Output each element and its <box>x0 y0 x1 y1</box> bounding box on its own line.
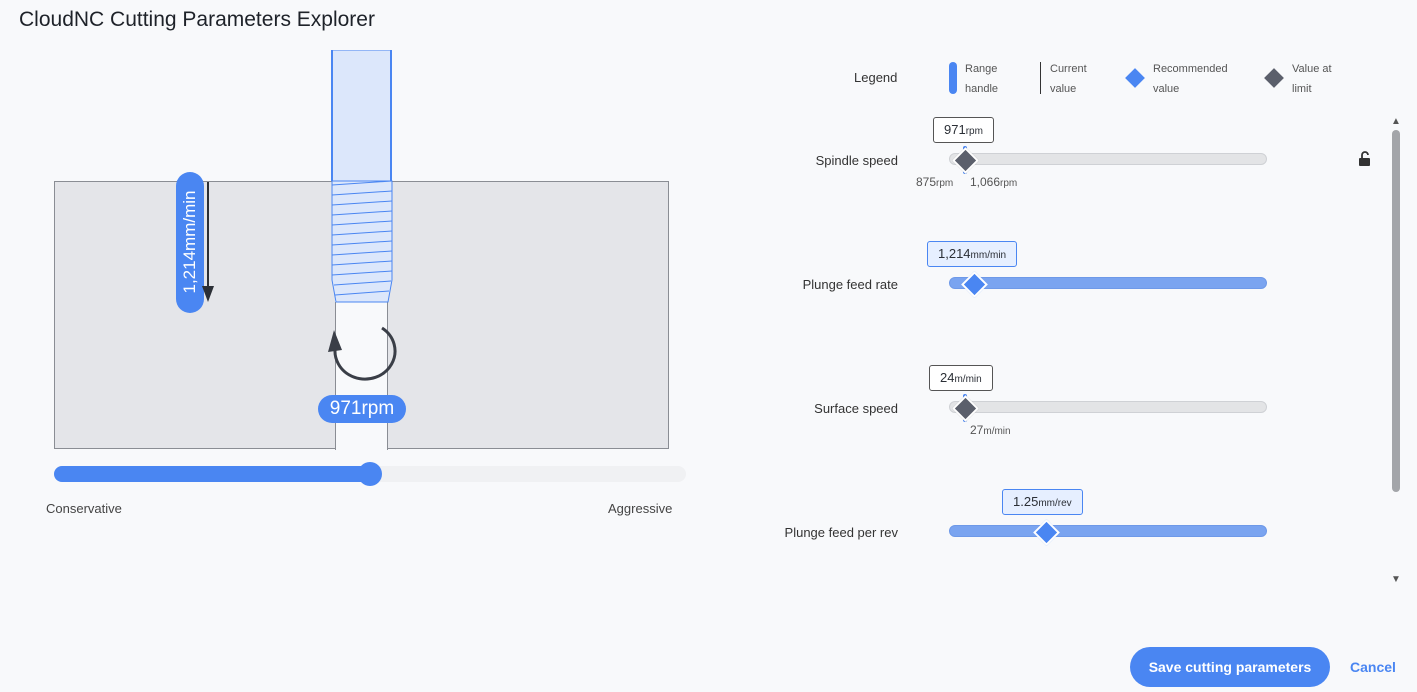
spindle-speed-value-callout: 971rpm <box>933 117 994 143</box>
plunge-feed-per-rev-value-callout: 1.25mm/rev <box>1002 489 1083 515</box>
scroll-up-icon[interactable]: ▲ <box>1391 116 1401 127</box>
plunge-feed-rate-value-callout: 1,214mm/min <box>927 241 1018 267</box>
feed-direction-arrow-icon <box>202 182 214 302</box>
save-cutting-parameters-button[interactable]: Save cutting parameters <box>1130 647 1330 687</box>
plunge-feed-per-rev-slider-track[interactable] <box>949 525 1267 537</box>
scrollbar-thumb[interactable] <box>1392 130 1400 492</box>
range-handle-legend-icon <box>949 62 957 94</box>
spindle-speed-range-max: 1,066rpm <box>970 175 1018 189</box>
plunge-feed-rate-value-marker[interactable] <box>961 271 988 298</box>
surface-speed-slider-track[interactable] <box>949 401 1267 413</box>
scroll-down-icon[interactable]: ▼ <box>1391 574 1401 585</box>
drill-tool-icon <box>331 50 393 303</box>
aggressiveness-slider-thumb[interactable] <box>358 462 382 486</box>
cancel-button[interactable]: Cancel <box>1350 659 1396 675</box>
spindle-speed-slider-track[interactable] <box>949 153 1267 165</box>
spindle-speed-range-min: 875rpm <box>916 175 954 189</box>
spindle-speed-value-marker[interactable] <box>952 147 979 174</box>
recommended-value-legend-icon <box>1125 68 1145 88</box>
surface-speed-label: Surface speed <box>814 401 898 416</box>
spindle-speed-label: Spindle speed <box>815 153 898 168</box>
feed-rate-badge <box>176 172 204 313</box>
surface-speed-value-marker[interactable] <box>952 395 979 422</box>
value-at-limit-legend-icon <box>1264 68 1284 88</box>
aggressiveness-min-label: Conservative <box>46 501 122 516</box>
plunge-feed-rate-slider-track[interactable] <box>949 277 1267 289</box>
page-title: CloudNC Cutting Parameters Explorer <box>19 8 375 31</box>
unlocked-lock-icon[interactable] <box>1358 151 1372 167</box>
aggressiveness-slider-fill <box>54 466 370 482</box>
plunge-feed-rate-label: Plunge feed rate <box>802 277 898 292</box>
rotation-arrow-icon <box>328 326 397 381</box>
current-value-legend-icon <box>1040 62 1041 94</box>
aggressiveness-max-label: Aggressive <box>608 501 673 516</box>
plunge-feed-per-rev-label: Plunge feed per rev <box>784 525 898 540</box>
surface-speed-range-max: 27m/min <box>970 423 1011 437</box>
surface-speed-value-callout: 24m/min <box>929 365 993 391</box>
legend-title: Legend <box>854 70 898 85</box>
plunge-feed-per-rev-value-marker[interactable] <box>1033 519 1060 546</box>
feed-rate-label: 1,214mm/min <box>180 190 199 294</box>
workpiece-block-right <box>388 181 669 449</box>
spindle-speed-badge: 971rpm <box>318 395 406 423</box>
